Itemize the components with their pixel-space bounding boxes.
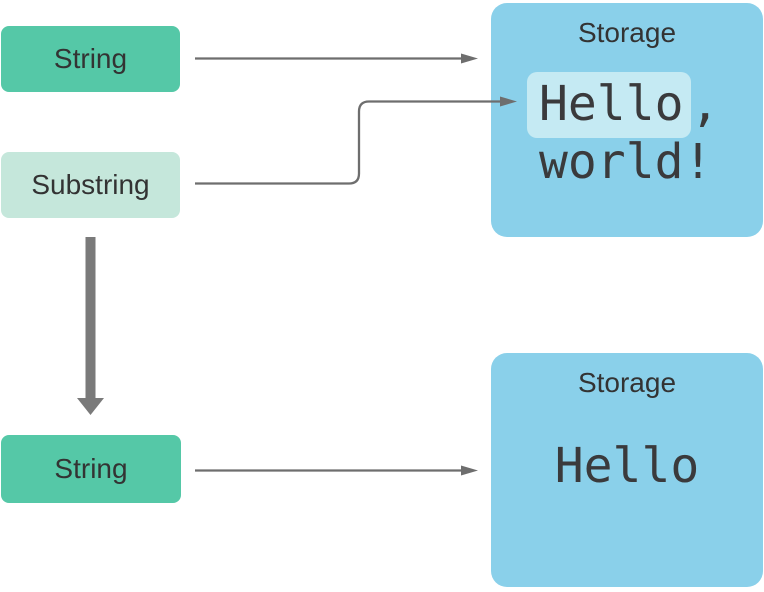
string-type-label: String (53, 43, 128, 74)
code-line-1: Hello, (527, 72, 720, 138)
substring-to-string-thick-arrow-icon (77, 237, 104, 415)
string-top-to-storage-arrow-icon (195, 53, 478, 64)
storage-bottom-title: Storage (577, 367, 677, 398)
substring-highlight: Hello (527, 72, 691, 138)
storage-box-bottom: Storage Hello (491, 353, 763, 587)
string-type-label-bottom: String (54, 453, 128, 484)
string-bottom-to-storage-arrow-icon (195, 465, 478, 476)
storage-top-title: Storage (577, 17, 677, 48)
storage-bottom-code-text: Hello (554, 438, 700, 494)
string-type-box-top: String (1, 26, 180, 92)
substring-to-highlight-arrow-icon (195, 96, 517, 185)
substring-type-label: Substring (31, 169, 150, 200)
string-type-box-bottom: String (1, 435, 181, 503)
code-line-2: world! (539, 134, 713, 190)
storage-box-top: Storage Hello, world! (491, 3, 763, 237)
substring-type-box: Substring (1, 152, 180, 218)
code-line-1-rest: , (690, 76, 720, 132)
storage-top-code-text: Hello, world! (527, 72, 720, 191)
